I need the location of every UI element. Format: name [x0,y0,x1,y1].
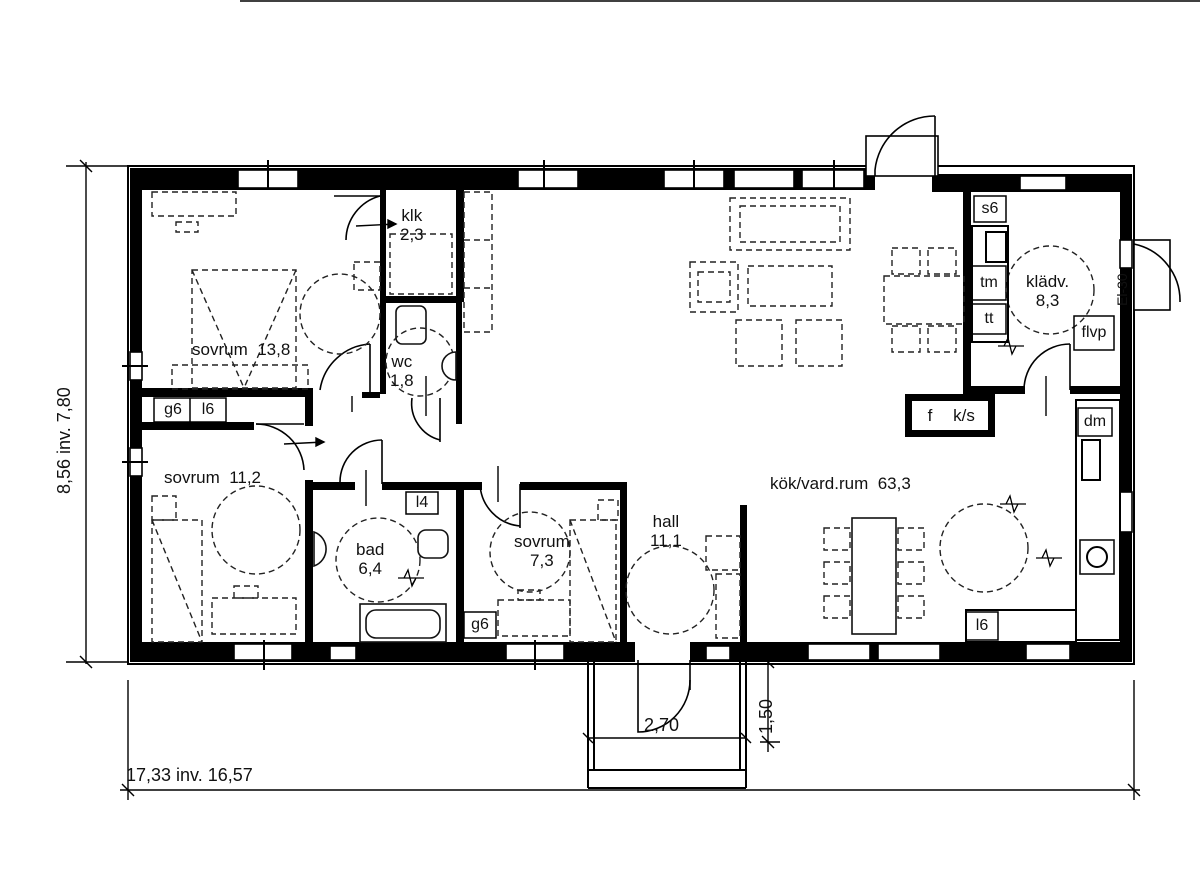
room-label-wc: wc 1,8 [390,352,414,390]
fixture-l4-label: l4 [415,494,429,511]
porch [582,662,752,789]
dimension-width-label: 17,33 inv. 16,57 [126,765,253,785]
room-name: wc [391,352,413,371]
room-area: 1,8 [390,371,414,390]
room-area: 13,8 [257,340,291,359]
dimension-height-label: 8,56 inv. 7,80 [54,387,74,494]
fixture-boxes [153,195,1115,641]
fixture-g6-label: g6 [164,401,182,418]
fixture-tm-label: tm [980,274,998,291]
room-name: kök/vard.rum [770,474,869,493]
fixture-el-label: El-30 [1114,273,1130,306]
dimension-porch-width-label: 2,70 [644,715,680,735]
room-label-sovrum-3: sovrum 7,3 [514,532,570,570]
room-label-kladv: klädv. 8,3 [1026,272,1069,310]
room-name: klk [401,206,423,225]
fixture-flvp-label: flvp [1081,324,1107,341]
fixture-ks-label: k/s [953,406,975,425]
room-label-bad: bad 6,4 [356,540,384,578]
room-area: 6,4 [358,559,382,578]
room-label-hall: hall 11,1 [650,512,682,550]
room-name: hall [652,512,680,531]
room-area: 8,3 [1035,291,1060,310]
fixture-tt-label: tt [984,310,994,327]
room-name: sovrum [514,532,570,551]
windows [122,160,1133,670]
room-area: 63,3 [877,474,911,493]
fixture-l6-label-2: l6 [975,617,989,634]
direction-arrows [283,218,1047,506]
room-area: 11,2 [229,468,262,487]
room-name: sovrum [164,468,220,487]
room-label-kok-vardrum: kök/vard.rum 63,3 [770,474,911,493]
room-name: klädv. [1026,272,1070,291]
fixture-s6-label: s6 [981,200,999,217]
room-name: bad [356,540,385,559]
room-area: 7,3 [530,551,554,570]
room-label-klk: klk 2,3 [400,206,424,244]
furniture [151,191,1121,643]
fixture-f-label: f [927,406,933,425]
room-area: 11,1 [650,531,682,550]
vent-symbols [398,336,1062,588]
room-label-sovrum-2: sovrum 11,2 [164,468,261,487]
fixture-g6-label-2: g6 [471,616,489,633]
interior-walls [142,188,1125,647]
dimension-porch-depth-label: 1,50 [756,698,776,734]
doors [255,115,1181,733]
fixture-dm-label: dm [1083,413,1107,430]
room-label-sovrum-master: sovrum 13,8 [192,340,290,359]
room-name: sovrum [192,340,248,359]
dimension-lines [66,159,1141,800]
room-area: 2,3 [400,225,424,244]
fixture-l6-label: l6 [201,401,215,418]
